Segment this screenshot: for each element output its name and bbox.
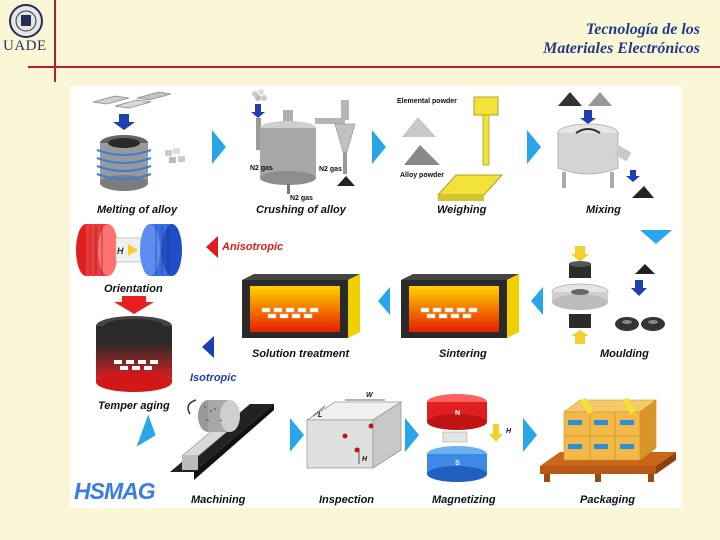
temper-aging-furnace-icon: [96, 296, 172, 392]
anisotropic-arrow: [206, 236, 218, 258]
magnetizing-field-label: H: [506, 428, 512, 435]
magnet-south-label: S: [455, 460, 460, 467]
inspection-dim-l: L: [318, 412, 323, 419]
flow-arrow-moulding-left: [531, 287, 543, 315]
hsmag-brand-logo: HSMAG: [74, 478, 156, 504]
flow-arrow-1: [212, 130, 226, 164]
inspection-dim-w: W: [366, 392, 373, 399]
header-title-line1: Tecnología de los: [585, 21, 700, 38]
weighing-scale-icon: [402, 96, 504, 201]
orientation-field-label: H: [117, 246, 124, 256]
uade-seal-icon: [9, 4, 43, 38]
step-label-mixing: Mixing: [586, 204, 621, 216]
melting-furnace-icon: [92, 91, 185, 191]
magnet-north-label: N: [455, 410, 461, 417]
crushing-gas-label-bottom: N2 gas: [290, 195, 313, 202]
crushing-mill-icon: [251, 89, 356, 194]
step-label-inspection: Inspection: [319, 494, 375, 506]
crushing-gas-label-left: N2 gas: [250, 165, 273, 172]
anisotropic-label: Anisotropic: [222, 241, 284, 253]
step-label-temper-aging: Temper aging: [98, 400, 170, 412]
step-label-crushing: Crushing of alloy: [256, 204, 346, 216]
header-title-line2: Materiales Electrónicos: [543, 40, 700, 57]
flow-arrow-4: [290, 418, 304, 452]
step-label-melting: Melting of alloy: [97, 204, 178, 216]
crushing-gas-label-right: N2 gas: [319, 166, 342, 173]
sintering-oven-icon: [401, 274, 519, 338]
inspection-block-icon: [305, 399, 403, 469]
packaging-pallet-icon: [540, 397, 676, 482]
solution-treatment-oven-icon: [242, 274, 360, 338]
weighing-alloy-powder-label: Alloy powder: [400, 172, 444, 179]
step-label-orientation: Orientation: [104, 283, 163, 295]
inspection-dim-h: H: [362, 456, 368, 463]
flow-arrow-down-right: [640, 230, 672, 244]
moulding-press-icon: [551, 246, 665, 344]
step-label-moulding: Moulding: [600, 348, 649, 360]
isotropic-label: Isotropic: [190, 372, 237, 384]
mixing-drum-icon: [557, 92, 654, 198]
step-label-solution-treatment: Solution treatment: [252, 348, 350, 360]
magnetizing-magnet-icon: [427, 394, 503, 482]
isotropic-arrow: [202, 336, 214, 358]
header-vertical-rule: [54, 0, 56, 82]
weighing-elemental-powder-label: Elemental powder: [397, 98, 457, 105]
orientation-magnet-icon: [76, 224, 182, 276]
step-label-sintering: Sintering: [439, 348, 487, 360]
step-label-weighing: Weighing: [437, 204, 487, 216]
step-label-packaging: Packaging: [580, 494, 636, 506]
header-horizontal-rule: [28, 66, 720, 68]
flow-arrow-3: [527, 130, 541, 164]
flow-arrow-temper-down: [136, 414, 156, 447]
step-label-magnetizing: Magnetizing: [432, 494, 496, 506]
step-label-machining: Machining: [191, 494, 246, 506]
flow-arrow-6: [523, 418, 537, 452]
flow-arrow-sintering-left: [378, 287, 390, 315]
flow-arrow-2: [372, 130, 386, 164]
machining-tool-icon: [170, 399, 274, 480]
uade-logo-text: UADE: [3, 38, 47, 54]
flow-arrow-5: [405, 418, 419, 452]
